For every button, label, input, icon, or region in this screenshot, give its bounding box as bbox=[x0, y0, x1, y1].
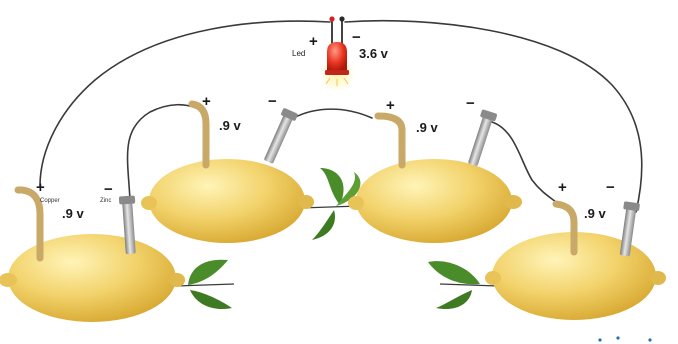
cell-3-minus-sign: − bbox=[466, 95, 475, 112]
led-voltage: 3.6 v bbox=[359, 46, 389, 61]
leaf bbox=[188, 260, 228, 285]
led-component: + − Led 3.6 v bbox=[292, 16, 389, 92]
led-base bbox=[325, 70, 349, 75]
copper-electrode bbox=[378, 116, 402, 165]
lemon-tip bbox=[141, 196, 157, 210]
lemon-cell-3: + − .9 v bbox=[348, 95, 522, 243]
cell-1-voltage: .9 v bbox=[62, 206, 84, 221]
leaf bbox=[320, 168, 344, 205]
lemon bbox=[8, 234, 176, 322]
copper-electrode bbox=[192, 104, 206, 165]
lemon-tip bbox=[504, 195, 522, 209]
leaf bbox=[312, 210, 335, 240]
wire-cell2-zinc-to-cell3-copper bbox=[290, 109, 372, 120]
lemon-tip bbox=[348, 196, 364, 210]
lemon-cell-2: + − .9 v bbox=[141, 93, 314, 243]
led-tip-minus bbox=[339, 16, 344, 21]
leaf bbox=[190, 290, 232, 309]
cell-4-plus-sign: + bbox=[558, 179, 567, 196]
leaf-sprig-right bbox=[428, 261, 498, 309]
led-minus-sign: − bbox=[352, 29, 361, 46]
leaf bbox=[436, 290, 472, 309]
cell-2-voltage: .9 v bbox=[219, 118, 241, 133]
lemon-tip bbox=[485, 271, 501, 285]
cell-1-plus-sign: + bbox=[36, 179, 45, 196]
cell-2-minus-sign: − bbox=[268, 93, 277, 110]
cell-1-minus-sign: − bbox=[104, 181, 113, 198]
cell-2-plus-sign: + bbox=[202, 93, 211, 110]
leaf bbox=[428, 261, 480, 284]
cell-1-copper-label: Copper bbox=[40, 198, 60, 204]
cell-3-plus-sign: + bbox=[386, 97, 395, 114]
leaf-sprig-left bbox=[176, 260, 234, 309]
cell-3-voltage: .9 v bbox=[416, 120, 438, 135]
led-plus-sign: + bbox=[309, 33, 318, 50]
cell-4-voltage: .9 v bbox=[584, 206, 606, 221]
lemon bbox=[149, 159, 305, 243]
led-bulb bbox=[327, 42, 347, 72]
corner-mark bbox=[598, 336, 651, 341]
cell-4-minus-sign: − bbox=[606, 179, 615, 196]
lemon-tip bbox=[298, 195, 314, 209]
lemon-tip bbox=[169, 273, 185, 287]
led-label: Led bbox=[292, 49, 305, 58]
zinc-electrode bbox=[465, 109, 498, 167]
lemon-tip bbox=[650, 271, 666, 285]
led-tip-plus bbox=[329, 16, 334, 21]
wire-led-plus-to-cell1-copper bbox=[40, 21, 330, 186]
lemon bbox=[356, 159, 512, 243]
cell-1-zinc-label: Zinc bbox=[100, 198, 111, 204]
zinc-electrode bbox=[261, 108, 298, 166]
copper-electrode bbox=[18, 190, 40, 258]
